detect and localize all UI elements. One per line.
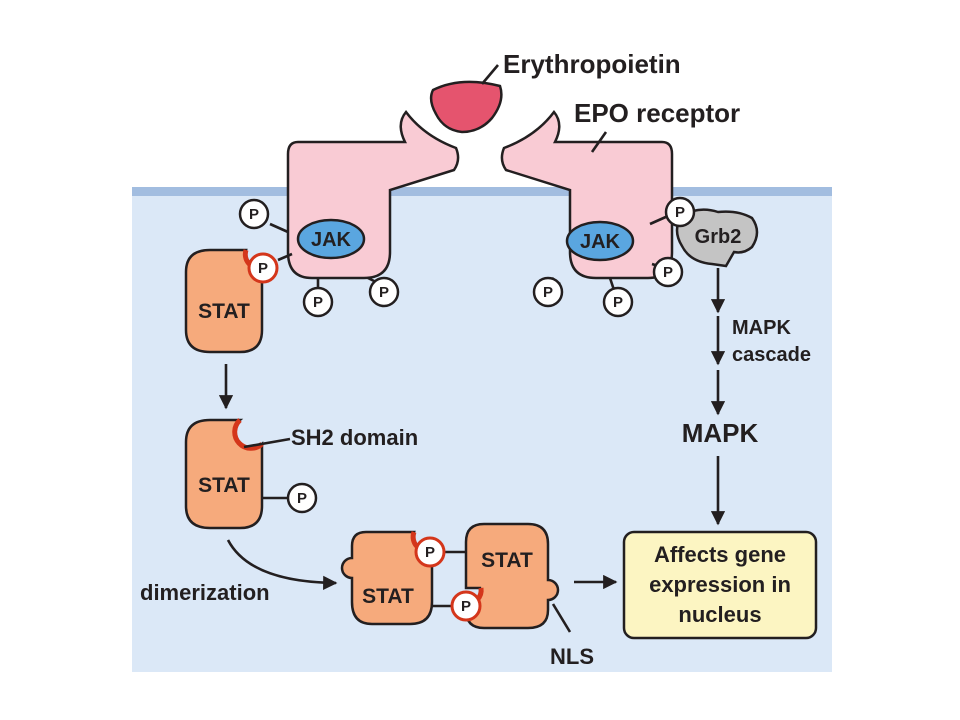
phosphate-1: P	[238, 198, 270, 230]
mapk-cascade-label-line1: MAPK	[732, 317, 791, 339]
svg-text:P: P	[313, 294, 323, 311]
cell-membrane	[132, 187, 832, 196]
stat-2-label: STAT	[198, 474, 250, 497]
arrow-dimerization	[226, 539, 338, 590]
svg-text:P: P	[675, 204, 685, 221]
svg-text:P: P	[543, 284, 553, 301]
svg-text:P: P	[613, 294, 623, 311]
nucleus-effect-box	[622, 530, 818, 640]
svg-text:P: P	[663, 264, 673, 281]
phosphate-groups: P P P P P P P P P P P	[238, 196, 696, 622]
stat-dimer-right-label: STAT	[481, 549, 533, 572]
phosphate-10: P	[414, 536, 446, 568]
svg-text:P: P	[297, 490, 307, 507]
epo-receptor-label: EPO receptor	[574, 98, 740, 128]
phosphate-6: P	[602, 286, 634, 318]
mapk-label: MAPK	[682, 418, 759, 448]
stat-dimer-left-label: STAT	[362, 585, 414, 608]
phosphate-4: P	[368, 276, 400, 308]
phosphate-11: P	[450, 590, 482, 622]
jak-right	[565, 220, 635, 262]
erythropoietin-label: Erythropoietin	[503, 49, 681, 79]
erythropoietin-shape	[429, 80, 503, 134]
phosphate-2: P	[247, 252, 279, 284]
grb2-label: Grb2	[695, 226, 742, 248]
nls-label: NLS	[550, 644, 594, 669]
jak-left-label: JAK	[311, 229, 352, 251]
svg-text:P: P	[425, 544, 435, 561]
phosphate-9: P	[286, 482, 318, 514]
jak-right-label: JAK	[580, 231, 621, 253]
grb2-shape	[675, 208, 759, 268]
nucleus-effect-line2: expression in	[649, 572, 791, 597]
stat-dimer-right	[464, 522, 560, 630]
mapk-cascade-label-line2: cascade	[732, 344, 811, 366]
stat-1-label: STAT	[198, 300, 250, 323]
dimerization-label: dimerization	[140, 580, 270, 605]
svg-text:P: P	[249, 206, 259, 223]
jak-left	[296, 218, 366, 260]
sh2-domain-label: SH2 domain	[291, 425, 418, 450]
phosphate-5: P	[532, 276, 564, 308]
nucleus-effect-line3: nucleus	[678, 602, 761, 627]
svg-text:P: P	[379, 284, 389, 301]
svg-text:P: P	[258, 260, 268, 277]
phosphate-8: P	[664, 196, 696, 228]
phosphate-3: P	[302, 286, 334, 318]
svg-text:P: P	[461, 598, 471, 615]
phosphate-7: P	[652, 256, 684, 288]
nucleus-effect-line1: Affects gene	[654, 542, 786, 567]
